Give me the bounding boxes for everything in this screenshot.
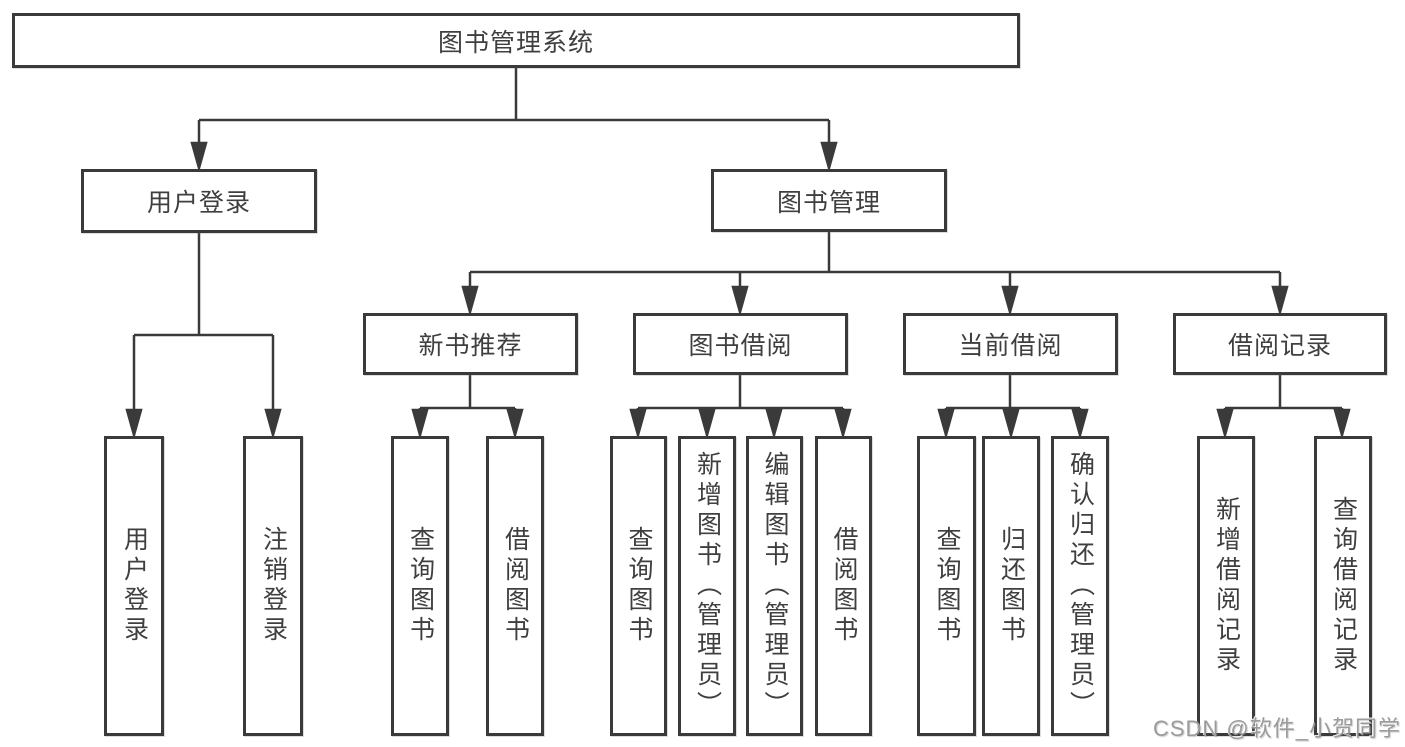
leaf-borrow-query-books: 查询图书 [610,436,667,736]
arrow-down-icon [820,141,838,173]
arrow-down-icon [1001,285,1019,317]
connector-book-mgmt-to-level3 [461,232,1289,317]
leaf-borrow-borrow-books: 借阅图书 [815,436,872,736]
node-label: 新增图书（管理员） [693,451,722,721]
leaf-logout: 注销登录 [243,436,303,736]
arrow-down-icon [1333,408,1351,440]
connector-current-borrow-branch [937,375,1089,440]
arrow-down-icon [264,408,282,440]
node-label: 借阅记录 [1227,332,1332,360]
node-label: 确认归还（管理员） [1066,451,1095,721]
arrow-down-icon [1071,408,1089,440]
node-label: 当前借阅 [958,332,1063,360]
node-label: 用户登录 [120,526,149,646]
leaf-current-return-books: 归还图书 [982,436,1040,736]
connector-book-borrow-branch [629,375,852,440]
connector-borrow-record-branch [1216,375,1351,440]
arrow-down-icon [125,408,143,440]
leaf-borrow-edit-books-admin: 编辑图书（管理员） [746,436,803,736]
node-label: 注销登录 [259,526,288,646]
node-new-book-recommend: 新书推荐 [363,313,578,375]
node-label: 查询图书 [625,526,653,646]
arrow-down-icon [411,408,429,440]
node-label: 编辑图书（管理员） [761,451,789,721]
arrow-down-icon [731,285,749,317]
leaf-user-login: 用户登录 [104,436,164,736]
arrow-down-icon [629,408,647,440]
node-book-management: 图书管理 [711,169,947,232]
node-label: 新书推荐 [418,332,523,360]
node-current-borrow: 当前借阅 [903,313,1118,375]
arrow-down-icon [461,285,479,317]
arrow-down-icon [765,408,783,440]
leaf-borrow-add-books-admin: 新增图书（管理员） [678,436,736,736]
leaf-current-confirm-return-admin: 确认归还（管理员） [1051,436,1109,736]
node-label: 查询图书 [933,526,961,646]
leaf-record-add-borrow-record: 新增借阅记录 [1197,436,1255,736]
leaf-record-query-borrow-record: 查询借阅记录 [1314,436,1372,736]
connector-user-login-branch [125,233,282,440]
node-borrow-record: 借阅记录 [1173,313,1387,375]
arrow-down-icon [190,141,208,173]
node-label: 图书借阅 [688,332,793,360]
node-label: 用户登录 [146,189,251,217]
node-label: 归还图书 [997,526,1026,646]
connector-new-book-branch [411,375,524,440]
node-label: 新增借阅记录 [1212,496,1241,676]
arrow-down-icon [834,408,852,440]
node-user-login: 用户登录 [81,169,317,233]
arrow-down-icon [1216,408,1234,440]
leaf-current-query-books: 查询图书 [917,436,976,736]
node-label: 图书管理 [776,188,881,217]
node-label: 查询借阅记录 [1329,496,1358,676]
node-book-borrow: 图书借阅 [633,313,848,375]
leaf-newbook-borrow-books: 借阅图书 [486,436,544,736]
node-label: 借阅图书 [501,526,530,646]
leaf-newbook-query-books: 查询图书 [391,436,449,736]
node-label: 查询图书 [406,526,435,646]
arrow-down-icon [1002,408,1020,440]
watermark: CSDN @软件_小贺同学 [1152,716,1401,741]
node-root-library-system: 图书管理系统 [12,13,1020,68]
arrow-down-icon [1271,285,1289,317]
node-label: 图书管理系统 [437,28,594,57]
arrow-down-icon [937,408,955,440]
node-label: 借阅图书 [830,526,858,646]
arrow-down-icon [506,408,524,440]
arrow-down-icon [698,408,716,440]
connector-root-to-level2 [190,68,838,173]
